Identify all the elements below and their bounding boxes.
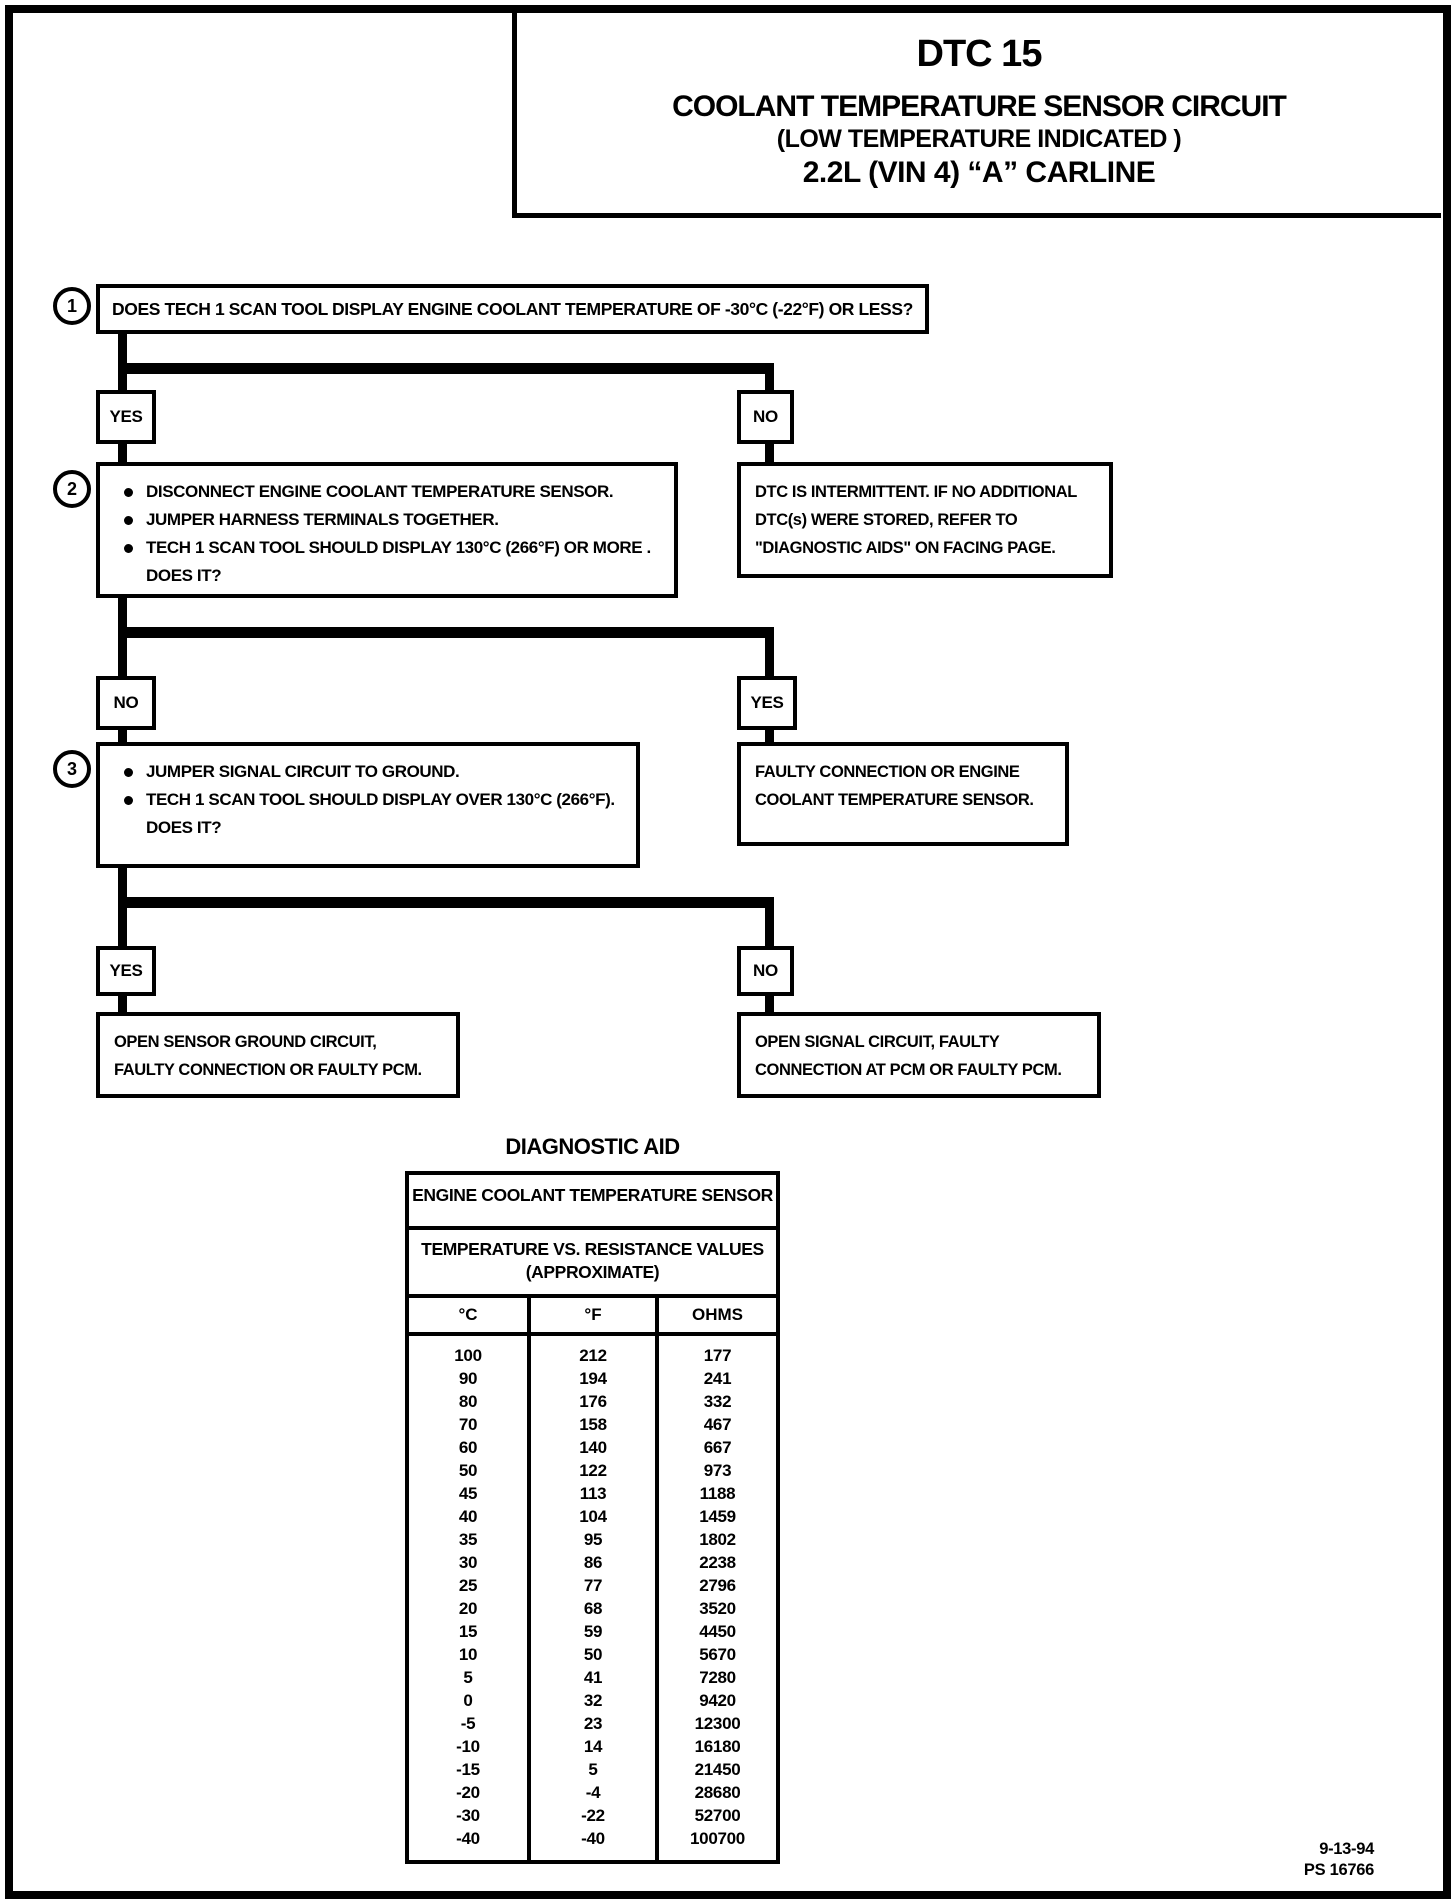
connector-line [118, 730, 127, 742]
dtc-code: DTC 15 [916, 33, 1043, 75]
resistance-table: ENGINE COOLANT TEMPERATURE SENSOR TEMPER… [405, 1171, 780, 1864]
table-header-row: °C °F OHMS [409, 1298, 776, 1336]
connector-line [765, 996, 774, 1012]
footer-stamp: 9-13-94 PS 16766 [1238, 1839, 1374, 1881]
step1-no-branch: NO [737, 390, 794, 444]
yes-label: YES [109, 961, 143, 980]
yes-label: YES [109, 407, 143, 426]
footer-doc-number: PS 16766 [1303, 1861, 1374, 1879]
no-label: NO [113, 693, 139, 712]
connector-line [765, 363, 774, 390]
step2-yes-branch: YES [737, 676, 797, 730]
column-header-fahrenheit: °F [531, 1298, 659, 1332]
diagnostic-aid-heading: DIAGNOSTIC AID [505, 1134, 680, 1159]
footer-date: 9-13-94 [1319, 1840, 1374, 1858]
connector-line [118, 897, 774, 908]
open-signal-result-box: OPEN SIGNAL CIRCUIT, FAULTY CONNECTION A… [737, 1012, 1101, 1098]
step2-no-branch: NO [96, 676, 156, 730]
bullet-text: TECH 1 SCAN TOOL SHOULD DISPLAY 130°C (2… [146, 538, 651, 557]
connector-line [765, 908, 774, 946]
step-number-2-label: 2 [66, 478, 77, 499]
bullet-icon [110, 786, 146, 814]
connector-line [765, 730, 774, 742]
bullet-item: JUMPER SIGNAL CIRCUIT TO GROUND. [110, 758, 630, 786]
fahrenheit-column: 212 194 176 158 140 122 113 104 95 86 77… [531, 1336, 659, 1860]
step-number-1: 1 [53, 287, 91, 325]
engine-carline: 2.2L (VIN 4) “A” CARLINE [802, 156, 1156, 189]
ohms-column: 177 241 332 467 667 973 1188 1459 1802 2… [690, 1346, 745, 1848]
table-data-area: 100 90 80 70 60 50 45 40 35 30 25 20 15 … [409, 1336, 776, 1860]
bullet-text: TECH 1 SCAN TOOL SHOULD DISPLAY OVER 130… [146, 790, 615, 809]
page-subtitle: (LOW TEMPERATURE INDICATED ) [776, 125, 1182, 153]
bullet-icon [110, 478, 146, 506]
connector-line [765, 444, 774, 462]
step1-yes-branch: YES [96, 390, 156, 444]
open-ground-result-box: OPEN SENSOR GROUND CIRCUIT, FAULTY CONNE… [96, 1012, 460, 1098]
yes-label: YES [750, 693, 784, 712]
column-header-ohms: OHMS [692, 1305, 743, 1324]
step3-yes-branch: YES [96, 946, 156, 996]
connector-line [118, 627, 774, 638]
bullet-item: TECH 1 SCAN TOOL SHOULD DISPLAY 130°C (2… [110, 534, 668, 562]
step-number-1-label: 1 [66, 295, 77, 316]
step-number-3-label: 3 [66, 758, 77, 779]
page-title: COOLANT TEMPERATURE SENSOR CIRCUIT [672, 90, 1287, 123]
table-subtitle: TEMPERATURE VS. RESISTANCE VALUES (APPRO… [409, 1230, 776, 1298]
page-border: DTC 15 COOLANT TEMPERATURE SENSOR CIRCUI… [5, 5, 1451, 1899]
bullet-text: JUMPER SIGNAL CIRCUIT TO GROUND. [146, 762, 460, 781]
connector-line [118, 334, 127, 390]
connector-line [118, 996, 127, 1012]
connector-line [118, 444, 127, 462]
bullet-icon [110, 758, 146, 786]
step1-question-text: DOES TECH 1 SCAN TOOL DISPLAY ENGINE COO… [112, 299, 913, 319]
step1-question-box: DOES TECH 1 SCAN TOOL DISPLAY ENGINE COO… [96, 284, 929, 334]
bullet-item: TECH 1 SCAN TOOL SHOULD DISPLAY OVER 130… [110, 786, 630, 814]
intermittent-result-box: DTC IS INTERMITTENT. IF NO ADDITIONAL DT… [737, 462, 1113, 578]
bullet-text: JUMPER HARNESS TERMINALS TOGETHER. [146, 510, 499, 529]
connector-line [765, 638, 774, 676]
bullet-item: DISCONNECT ENGINE COOLANT TEMPERATURE SE… [110, 478, 668, 506]
step3-question-text: DOES IT? [146, 818, 222, 837]
no-label: NO [753, 407, 778, 426]
faulty-connection-result-box: FAULTY CONNECTION OR ENGINE COOLANT TEMP… [737, 742, 1069, 846]
step-number-2: 2 [53, 470, 91, 508]
bullet-item: JUMPER HARNESS TERMINALS TOGETHER. [110, 506, 668, 534]
step-number-3: 3 [53, 750, 91, 788]
column-header-celsius: °C [409, 1298, 531, 1332]
step2-action-box: DISCONNECT ENGINE COOLANT TEMPERATURE SE… [96, 462, 678, 598]
table-title: ENGINE COOLANT TEMPERATURE SENSOR [409, 1175, 776, 1230]
bullet-icon [110, 506, 146, 534]
bullet-text: DISCONNECT ENGINE COOLANT TEMPERATURE SE… [146, 482, 614, 501]
celsius-column: 100 90 80 70 60 50 45 40 35 30 25 20 15 … [409, 1336, 531, 1860]
title-block: DTC 15 COOLANT TEMPERATURE SENSOR CIRCUI… [512, 13, 1441, 218]
bullet-icon [110, 534, 146, 562]
step3-no-branch: NO [737, 946, 794, 996]
connector-line [118, 363, 774, 374]
no-label: NO [753, 961, 778, 980]
step2-question-text: DOES IT? [146, 566, 222, 585]
step3-action-box: JUMPER SIGNAL CIRCUIT TO GROUND. TECH 1 … [96, 742, 640, 868]
